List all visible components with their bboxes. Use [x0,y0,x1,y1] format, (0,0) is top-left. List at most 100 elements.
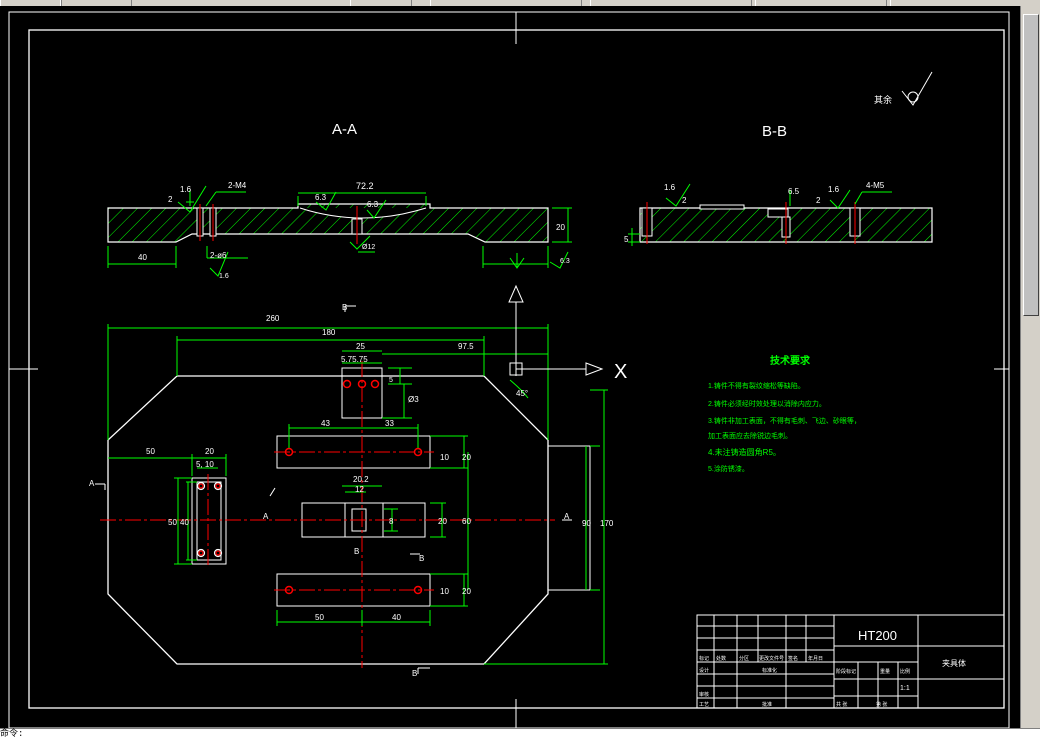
command-line[interactable]: 命令: [0,728,1040,739]
dimension-text: 比例 [900,668,910,675]
toolbar-button[interactable] [60,0,132,6]
dimension-text: 33 [385,419,394,428]
toolbar-button[interactable] [0,0,62,6]
dimension-text: 年月日 [808,655,823,662]
dimension-text: 12 [355,485,364,494]
dimension-text: A [564,512,570,521]
dimension-text: 批准 [762,701,772,708]
dimension-text: 50 [168,518,177,527]
dimension-text: 43 [321,419,330,428]
dimension-text: 90 [582,519,591,528]
dimension-text: B [354,547,359,556]
dimension-text: 6.3 [367,200,379,209]
linetype-dropdown[interactable] [590,0,752,6]
top-toolbar [0,0,1040,6]
dimension-text: 10 [440,587,449,596]
drawing-canvas[interactable]: 其余 A-A B-B [0,6,1021,728]
dimension-text: 1.铸件不得有裂纹缩松等缺陷。 [708,381,805,390]
vertical-scrollbar[interactable] [1020,6,1040,728]
dimension-text: 1.6 [828,185,840,194]
tech-requirements: 技术要求 1.铸件不得有裂纹缩松等缺陷。 2.铸件必须经时效处理以消除内应力。 … [708,354,861,473]
dimension-text: 标记 [699,655,709,662]
outer-border [8,11,1010,728]
dimension-text: 更改文件号 [759,655,784,662]
dimension-text: 加工表面应去除锐边毛刺。 [708,431,792,440]
dimension-text: 25 [356,342,365,351]
dimension-text: 20 [438,517,447,526]
dimension-text: 6.5 [788,187,800,196]
toolbar-button[interactable] [350,0,412,6]
section-aa-title: A-A [332,121,357,138]
ucs-cursor: X [508,284,627,383]
dimension-text: 6.3 [560,258,570,265]
dimension-text: 3.铸件非加工表面，不得有毛刺、飞边、砂眼等， [708,416,861,425]
dimension-text: 20 [556,223,565,232]
material-label: HT200 [858,628,897,643]
centering-marks [9,12,1009,728]
dimension-text: 5 [624,235,629,244]
dimension-text: 共 张 [836,701,847,708]
dimension-text: 40 [392,613,401,622]
dimension-text: 2 [682,196,687,205]
dimension-text: B [412,669,417,678]
lineweight-dropdown[interactable] [755,0,887,6]
dimension-text: B [419,554,424,563]
dimension-text: Ø3 [408,395,419,404]
dimension-text: 72.2 [356,181,374,191]
dimension-text: 2.铸件必须经时效处理以消除内应力。 [708,399,826,408]
dimension-text: 技术要求 [770,354,811,367]
dimension-text: 97.5 [458,342,474,351]
dimension-text: 第 张 [876,701,887,708]
dimension-text: 5.75.75 [341,355,368,364]
section-bb-view: 1.6 2 6.5 1.6 2 4-M5 5 [624,181,933,246]
dimension-text: 2-ø6 [210,251,227,260]
dimension-text: 审核 [699,691,709,698]
dimension-text: 处数 [716,655,726,662]
dimension-text: 40 [138,253,147,262]
dimension-text: 5.涂防锈漆。 [708,464,749,473]
dimension-text: 重量 [880,668,890,675]
dimension-text: 40 [180,518,189,527]
dimension-text: 1.6 [180,185,192,194]
dimension-text: 标准化 [762,667,777,674]
command-prompt: 命令: [0,729,24,739]
dimension-text: 签名 [788,655,798,662]
dimension-text: 设计 [699,667,709,674]
dimension-text: 170 [600,519,614,528]
dimension-text: 50 [146,447,155,456]
dimension-text: 1.6 [219,273,229,280]
dimension-text: X [614,361,627,383]
plotstyle-dropdown[interactable] [890,0,1040,6]
dimension-text: A [89,479,95,488]
dimension-text: 2-M4 [228,181,247,190]
dimension-text: 260 [266,314,280,323]
dimension-text: Ø12 [362,244,375,251]
dimension-text: 6.3 [315,193,327,202]
dimension-text: 20.2 [353,475,369,484]
dimension-text: 分区 [739,655,749,662]
dimension-text: 8 [389,517,394,526]
section-bb-title: B-B [762,123,787,140]
dimension-text: 2 [168,195,173,204]
layer-dropdown[interactable] [430,0,582,6]
dimension-text: 20 [462,453,471,462]
dimension-text: 10 [440,453,449,462]
plan-view: 260 180 25 97.5 5.75.75 5 Ø3 45° 43 33 5… [89,303,614,678]
dimension-text: 4.未注铸造圆角R5。 [708,447,781,457]
dimension-text: 阶段标记 [836,668,856,675]
dimension-text: 4-M5 [866,181,885,190]
dimension-text: A [263,512,269,521]
dimension-text: 2 [816,196,821,205]
dimension-text: 工艺 [699,702,709,708]
dimension-text: 5, 10 [196,460,214,469]
dimension-text: 20 [462,587,471,596]
dimension-text: 1.6 [664,183,676,192]
roughness-note: 其余 [874,71,933,106]
dimension-text: B [342,303,347,312]
title-block: HT200 夹具体 1:1 标记 处数 分区 更改文件号 签名 年月日 设计 标… [696,614,1005,709]
scrollbar-thumb[interactable] [1023,14,1039,316]
dimension-text: 20 [205,447,214,456]
dimension-text: 180 [322,328,336,337]
dimension-text: 45° [516,389,528,398]
dimension-text: 其余 [874,94,892,105]
